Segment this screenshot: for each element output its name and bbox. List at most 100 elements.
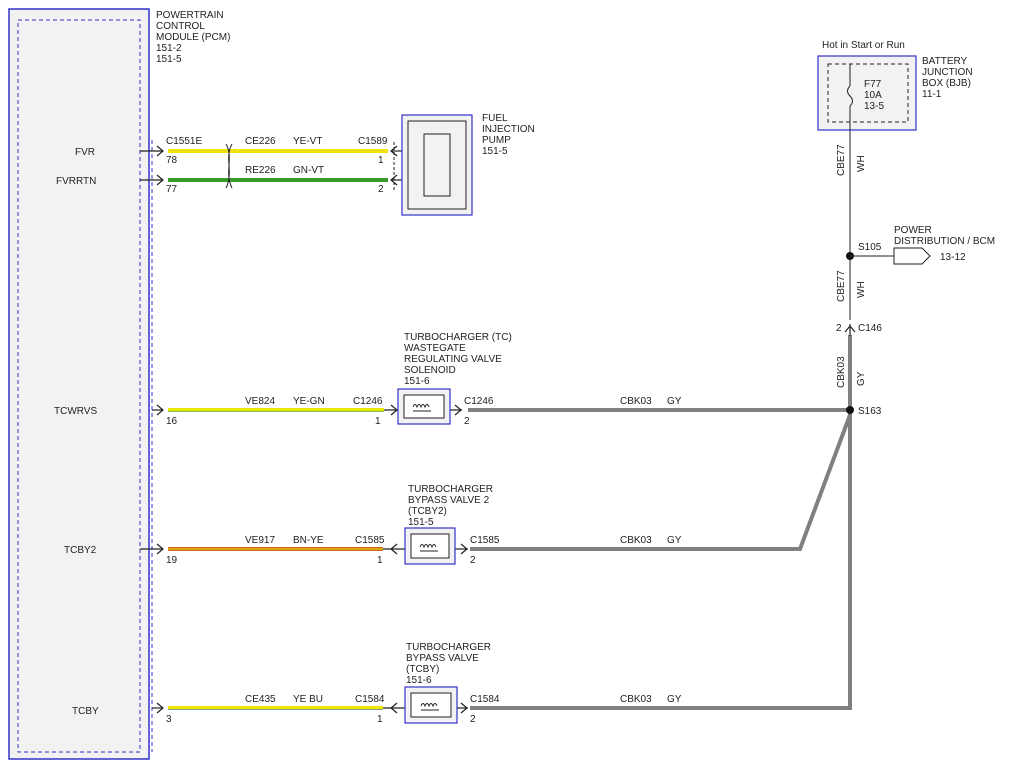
- fuse-ref: 13-5: [864, 101, 884, 112]
- bjb-title-2: JUNCTION: [922, 67, 973, 78]
- fuse-icon: [847, 85, 853, 107]
- fuel-pump-title-1: FUEL: [482, 113, 508, 124]
- color-fvr: YE-VT: [293, 136, 322, 147]
- bypass-title-2: BYPASS VALVE: [406, 653, 479, 664]
- pcm-module-box: [8, 8, 150, 760]
- bypass-pin: 2: [470, 714, 476, 725]
- fuel-pump-title-2: INJECTION: [482, 124, 535, 135]
- wastegate-pin: 2: [464, 416, 470, 427]
- color-tcby2: BN-YE: [293, 535, 324, 546]
- pin-fvrrtn-pcm: 77: [166, 184, 178, 195]
- signal-tcwrvs: TCWRVS: [54, 406, 97, 417]
- bjb-inner: [827, 63, 909, 123]
- twisted-pair-symbol: [225, 143, 233, 189]
- color-fvrrtn: GN-VT: [293, 165, 324, 176]
- bypass2-pin-arrows: [383, 543, 468, 555]
- ground-wires: [468, 335, 852, 710]
- pin-tcby-dev: 1: [377, 714, 383, 725]
- fuel-pump-pin-arrows: [390, 145, 402, 186]
- gnd-circuit-2: CBK03: [620, 535, 652, 546]
- offpage-arrow-icon: [893, 247, 931, 265]
- coil-icon: [420, 703, 439, 711]
- pin-fvr-dev: 1: [378, 155, 384, 166]
- bypass2-title-2: BYPASS VALVE 2: [408, 495, 490, 506]
- pcm-title-5: 151-5: [156, 54, 182, 65]
- circuit-tcby2: VE917: [245, 535, 275, 546]
- fuel-pump-title-4: 151-5: [482, 146, 508, 157]
- coil-icon: [419, 544, 438, 552]
- gnd-color-3: GY: [667, 694, 682, 705]
- gnd-circuit-3: CBK03: [620, 694, 652, 705]
- bypass-connector: C1584: [470, 694, 500, 705]
- bypass-title-4: 151-6: [406, 675, 432, 686]
- fuse-name: F77: [864, 79, 882, 90]
- fuel-pump-inner: [407, 120, 467, 210]
- feed-circuit-2: CBE77: [836, 270, 847, 302]
- circuit-fvrrtn: RE226: [245, 165, 276, 176]
- bjb-title-3: BOX (BJB): [922, 78, 971, 89]
- pin-tcby-pcm: 3: [166, 714, 172, 725]
- pin-tcby2-dev: 1: [377, 555, 383, 566]
- signal-fvr: FVR: [75, 147, 95, 158]
- wastegate-inner: [403, 394, 445, 419]
- vertical-gnd-color: GY: [856, 371, 867, 386]
- signal-tcby: TCBY: [72, 706, 99, 717]
- bypass2-title-1: TURBOCHARGER: [408, 484, 493, 495]
- gnd-color-1: GY: [667, 396, 682, 407]
- connector-fvr: C1589: [358, 136, 388, 147]
- fuse-rating: 10A: [864, 90, 882, 101]
- wastegate-connector: C1246: [464, 396, 494, 407]
- bypass2-pin: 2: [470, 555, 476, 566]
- feed-circuit-1: CBE77: [836, 144, 847, 176]
- c146-arrow: [844, 324, 856, 336]
- c146-label: C146: [858, 323, 882, 334]
- pcm-title-4: 151-2: [156, 43, 182, 54]
- wastegate-title-4: SOLENOID: [404, 365, 456, 376]
- gnd-circuit-1: CBK03: [620, 396, 652, 407]
- color-tcwrvs: YE-GN: [293, 396, 325, 407]
- circuit-tcby: CE435: [245, 694, 276, 705]
- power-dist-ref: 13-12: [940, 252, 966, 263]
- feed-color-1: WH: [856, 155, 867, 172]
- fuel-pump-title-3: PUMP: [482, 135, 511, 146]
- connector-tcwrvs: C1246: [353, 396, 383, 407]
- wastegate-title-2: WASTEGATE: [404, 343, 466, 354]
- bypass2-inner: [410, 533, 450, 559]
- fuel-pump-symbol: [423, 133, 451, 197]
- coil-icon: [412, 404, 431, 412]
- c146-pin: 2: [836, 323, 842, 334]
- pin-fvrrtn-dev: 2: [378, 184, 384, 195]
- pcm-connector-label: C1551E: [166, 136, 202, 147]
- bypass-pin-arrows: [383, 702, 468, 714]
- bypass-title-1: TURBOCHARGER: [406, 642, 491, 653]
- circuit-tcwrvs: VE824: [245, 396, 275, 407]
- power-dist-2: DISTRIBUTION / BCM: [894, 236, 995, 247]
- bjb-title-4: 11-1: [922, 89, 942, 100]
- splice-s105-label: S105: [858, 242, 882, 253]
- fuel-pump-box: [401, 114, 473, 216]
- gnd-color-2: GY: [667, 535, 682, 546]
- connector-tcby2: C1585: [355, 535, 385, 546]
- pcm-pin-arrows: [140, 145, 164, 714]
- pcm-title-1: POWERTRAIN: [156, 10, 224, 21]
- pin-fvr-pcm: 78: [166, 155, 178, 166]
- bypass-title-3: (TCBY): [406, 664, 439, 675]
- circuit-fvr: CE226: [245, 136, 276, 147]
- bypass2-title-4: 151-5: [408, 517, 434, 528]
- feed-color-2: WH: [856, 281, 867, 298]
- hot-in-label: Hot in Start or Run: [822, 40, 905, 51]
- pcm-title-3: MODULE (PCM): [156, 32, 230, 43]
- wastegate-title-3: REGULATING VALVE: [404, 354, 502, 365]
- color-tcby: YE BU: [293, 694, 323, 705]
- pcm-title-2: CONTROL: [156, 21, 205, 32]
- wastegate-title-5: 151-6: [404, 376, 430, 387]
- splice-s163-label: S163: [858, 406, 882, 417]
- bypass2-title-3: (TCBY2): [408, 506, 447, 517]
- bjb-box: [817, 55, 917, 131]
- pin-tcby2-pcm: 19: [166, 555, 178, 566]
- signal-tcby2: TCBY2: [64, 545, 97, 556]
- splice-s163: [846, 406, 854, 414]
- signal-fvrrtn: FVRRTN: [56, 176, 96, 187]
- vertical-gnd-circuit: CBK03: [836, 356, 847, 388]
- wastegate-title-1: TURBOCHARGER (TC): [404, 332, 512, 343]
